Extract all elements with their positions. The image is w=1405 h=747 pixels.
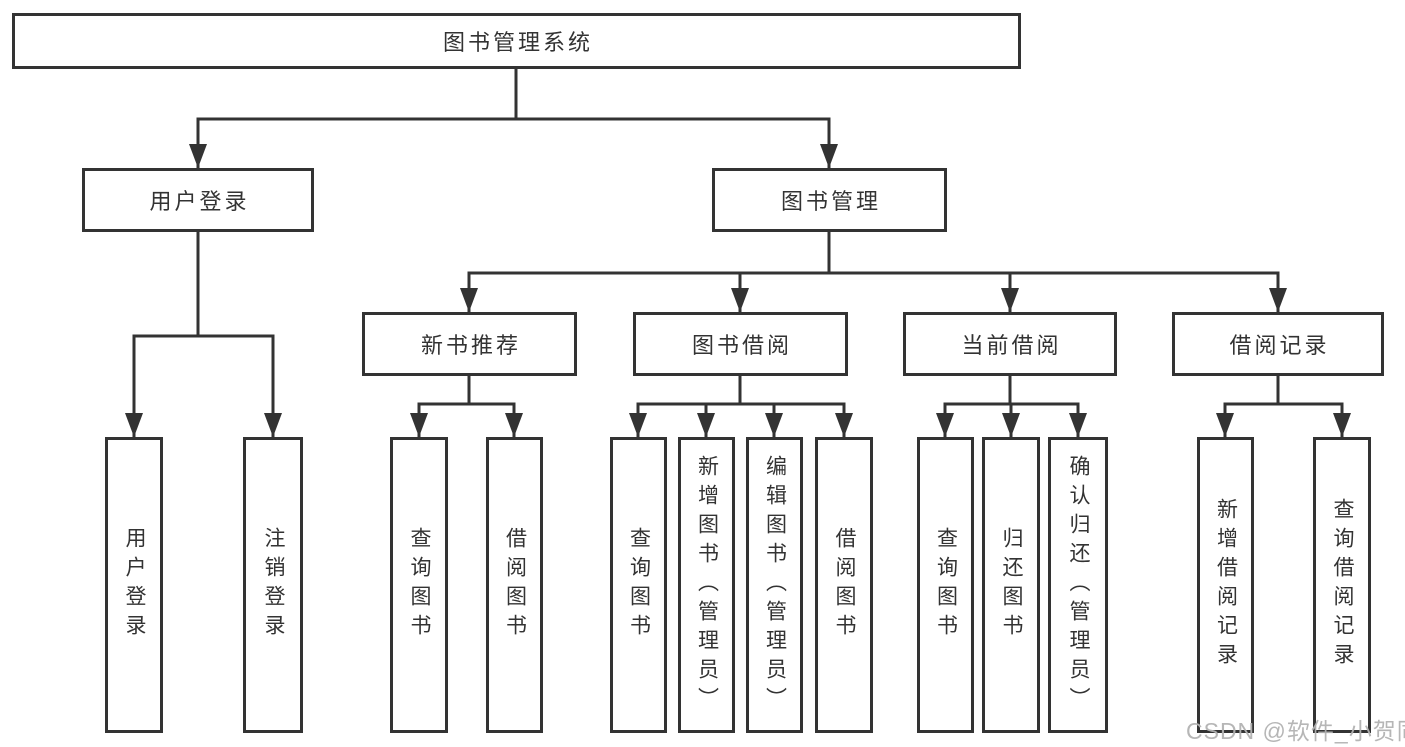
leaf-bb-query-book: 查询图书 xyxy=(610,437,667,733)
leaf-cb-query-book: 查询图书 xyxy=(917,437,974,733)
leaf-cb-return-book: 归还图书 xyxy=(982,437,1040,733)
leaf-br-add-record: 新增借阅记录 xyxy=(1197,437,1254,733)
node-borrow-records: 借阅记录 xyxy=(1172,312,1384,376)
node-book-borrow: 图书借阅 xyxy=(633,312,848,376)
leaf-bb-borrow-book: 借阅图书 xyxy=(815,437,873,733)
node-new-book-recommend: 新书推荐 xyxy=(362,312,577,376)
leaf-logout: 注销登录 xyxy=(243,437,303,733)
csdn-watermark: CSDN @软件_小贺同学 xyxy=(1186,718,1405,744)
leaf-user-login: 用户登录 xyxy=(105,437,163,733)
leaf-nb-borrow-book: 借阅图书 xyxy=(486,437,543,733)
leaf-cb-confirm-return-admin: 确认归还（管理员） xyxy=(1048,437,1108,733)
leaf-bb-add-book-admin: 新增图书（管理员） xyxy=(678,437,735,733)
node-user-login: 用户登录 xyxy=(82,168,314,232)
node-root-system: 图书管理系统 xyxy=(12,13,1021,69)
node-book-management: 图书管理 xyxy=(712,168,947,232)
node-current-borrow: 当前借阅 xyxy=(903,312,1117,376)
leaf-bb-edit-book-admin: 编辑图书（管理员） xyxy=(746,437,803,733)
leaf-br-query-record: 查询借阅记录 xyxy=(1313,437,1371,733)
leaf-nb-query-book: 查询图书 xyxy=(390,437,448,733)
